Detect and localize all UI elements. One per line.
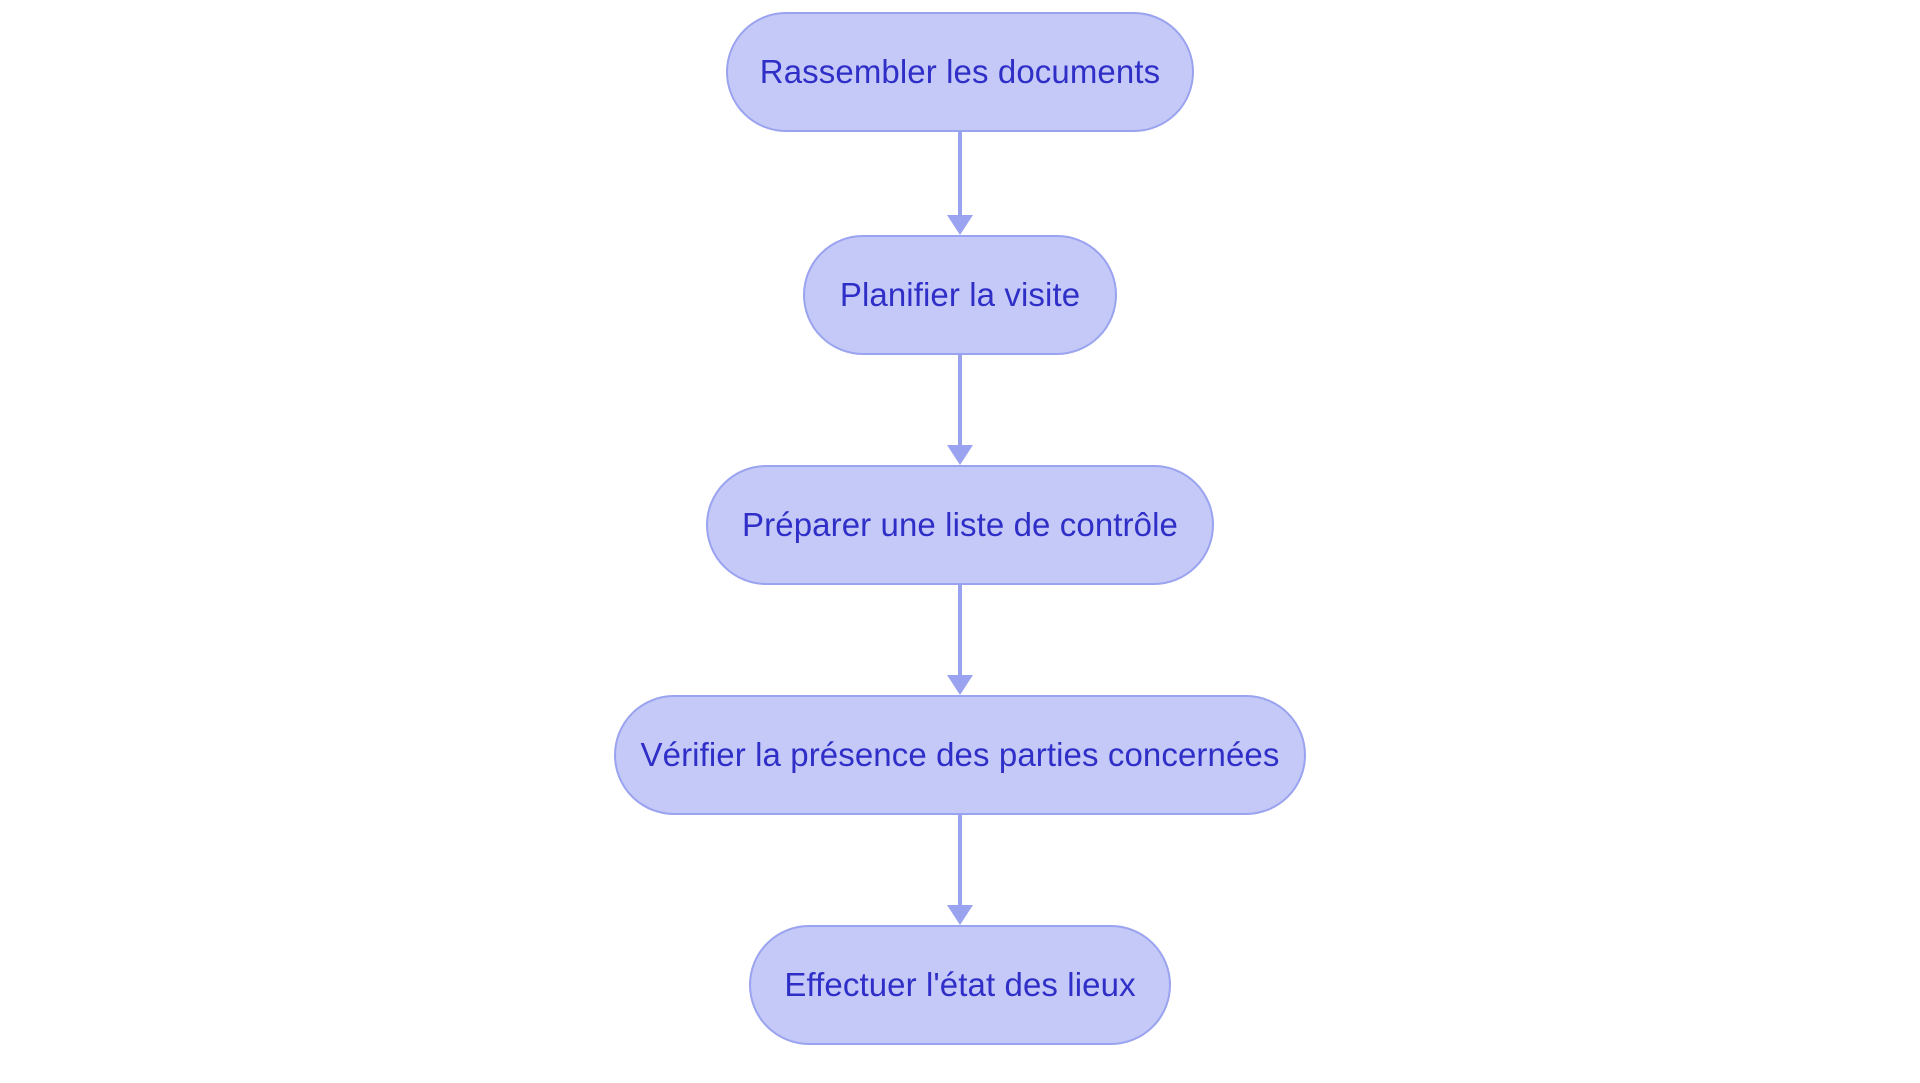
edge-line (958, 355, 962, 446)
arrow-down-icon (947, 905, 973, 925)
flow-node-effectuer-letat-des-lieux[interactable]: Effectuer l'état des lieux (749, 925, 1171, 1045)
flow-node-label: Planifier la visite (839, 275, 1081, 313)
edge-line (958, 585, 962, 676)
arrow-down-icon (947, 675, 973, 695)
flow-node-planifier-la-visite[interactable]: Planifier la visite (803, 235, 1117, 355)
edge-line (958, 132, 962, 216)
flow-node-label: Rassembler les documents (759, 52, 1161, 90)
flow-node-verifier-la-presence-des-parties-concernees[interactable]: Vérifier la présence des parties concern… (614, 695, 1306, 815)
arrow-down-icon (947, 215, 973, 235)
flow-node-label: Effectuer l'état des lieux (784, 965, 1136, 1003)
flow-node-preparer-une-liste-de-controle[interactable]: Préparer une liste de contrôle (706, 465, 1214, 585)
flow-edge-n0-to-n1 (940, 132, 980, 235)
flow-node-label: Préparer une liste de contrôle (742, 505, 1178, 543)
arrow-down-icon (947, 445, 973, 465)
edge-line (958, 815, 962, 906)
flow-edge-n2-to-n3 (940, 585, 980, 695)
flow-edge-n3-to-n4 (940, 815, 980, 925)
flow-edge-n1-to-n2 (940, 355, 980, 465)
flow-node-rassembler-les-documents[interactable]: Rassembler les documents (726, 12, 1194, 132)
flow-node-label: Vérifier la présence des parties concern… (640, 735, 1280, 773)
